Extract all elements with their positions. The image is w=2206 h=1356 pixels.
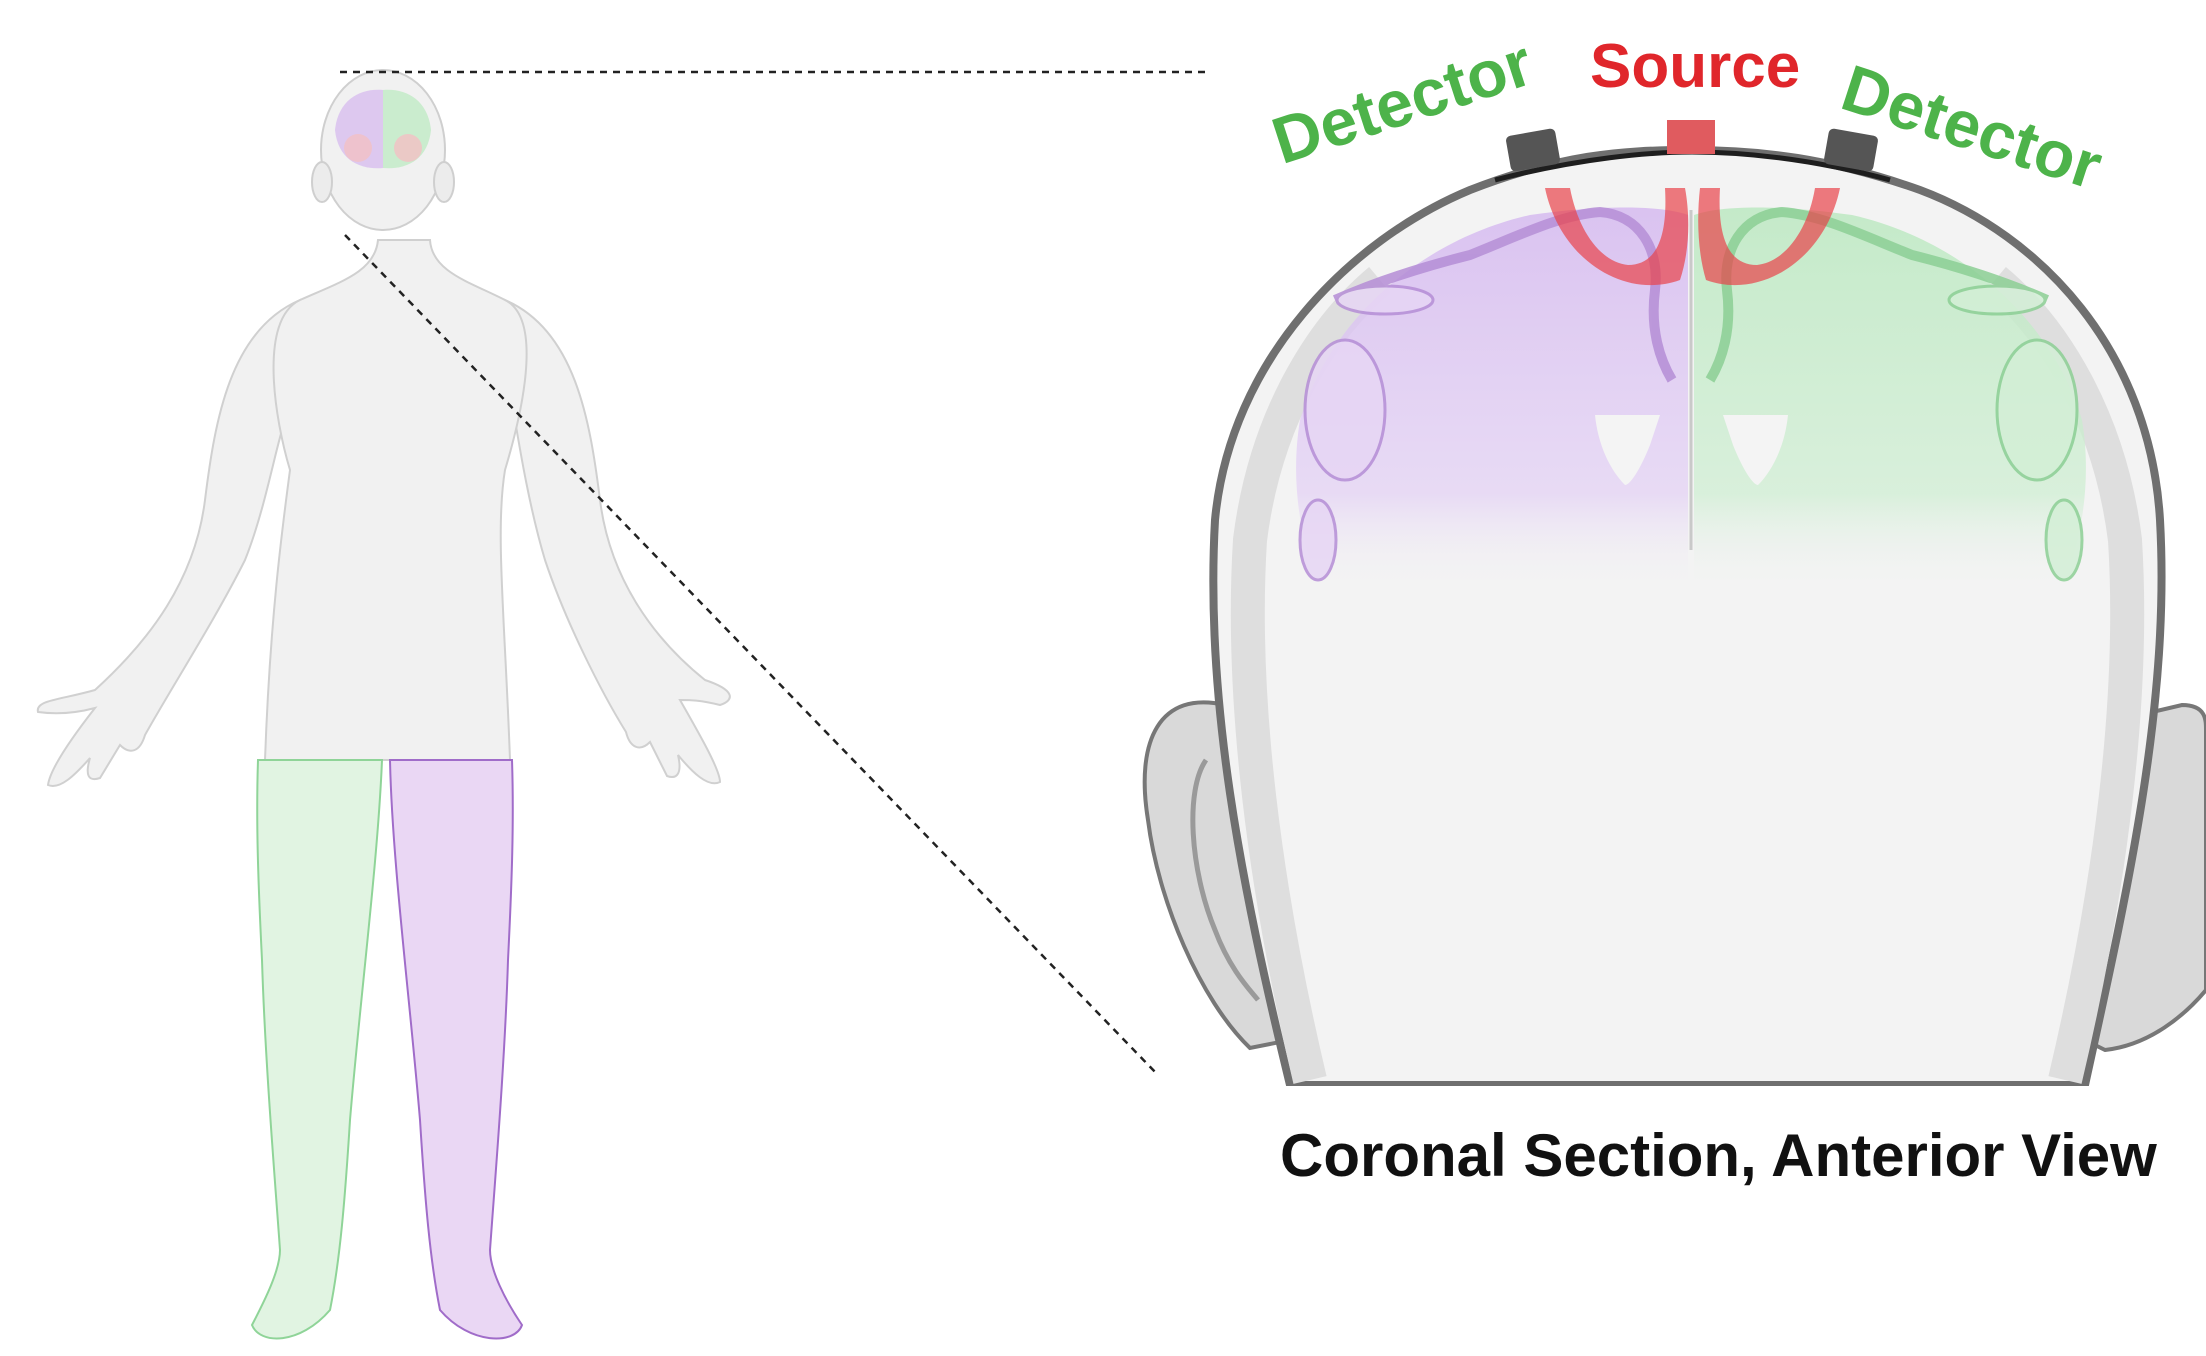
- figure-caption: Coronal Section, Anterior View: [1280, 1126, 2157, 1186]
- source-label: Source: [1590, 36, 1800, 98]
- source-optode: [1667, 120, 1715, 154]
- human-body-icon: [38, 70, 730, 1339]
